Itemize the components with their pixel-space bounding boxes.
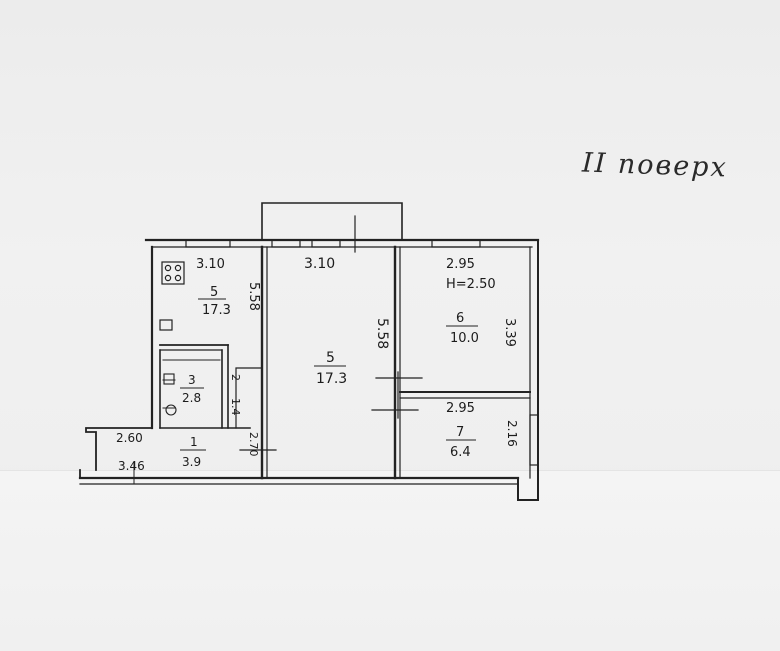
entrance-wall	[79, 427, 153, 479]
outer-wall-right	[517, 239, 539, 501]
room6-number: 6	[456, 311, 464, 326]
room6-height: H=2.50	[446, 277, 496, 292]
room1-width: 2.60	[116, 431, 143, 445]
room4-length: 5.58	[246, 282, 261, 311]
room1-length: 3.46	[118, 459, 145, 473]
window-room5-b	[311, 239, 341, 248]
room3-area: 2.8	[182, 391, 201, 405]
room6-area: 10.0	[450, 331, 479, 346]
stove-icon	[161, 261, 185, 285]
window-room6	[431, 239, 481, 248]
room5-number: 5	[326, 350, 335, 366]
room6-length: 3.39	[502, 318, 517, 347]
room1-area: 3.9	[182, 455, 201, 469]
room6-width: 2.95	[446, 257, 475, 272]
window-room5-a	[271, 239, 301, 248]
bath-fixture-icon	[163, 373, 177, 416]
wall-bath	[159, 344, 229, 429]
window-kitchen	[185, 239, 231, 248]
sink-icon	[159, 319, 173, 331]
room4-number: 5	[210, 285, 218, 300]
window-room7	[529, 414, 539, 466]
door-hall	[235, 367, 263, 429]
room3-lines	[162, 359, 221, 409]
room5-area: 17.3	[316, 371, 347, 387]
door-marks-room5	[371, 371, 423, 419]
room3-side-b: 1.4	[229, 398, 242, 416]
room3-side-a: 2	[229, 374, 242, 381]
balcony-outline	[261, 202, 403, 241]
room1-side: 2.70	[247, 432, 260, 457]
room7-width: 2.95	[446, 401, 475, 416]
room1-number: 1	[190, 435, 198, 449]
room7-area: 6.4	[450, 445, 471, 460]
room7-length: 2.16	[505, 420, 519, 447]
paper-fold	[0, 470, 780, 651]
room7-number: 7	[456, 425, 464, 440]
room5-width-label-main: 3.10	[304, 256, 335, 272]
room4-width: 3.10	[196, 257, 225, 272]
room5-length: 5.58	[374, 318, 390, 349]
room4-area: 17.3	[202, 303, 231, 318]
room3-number: 3	[188, 373, 196, 387]
